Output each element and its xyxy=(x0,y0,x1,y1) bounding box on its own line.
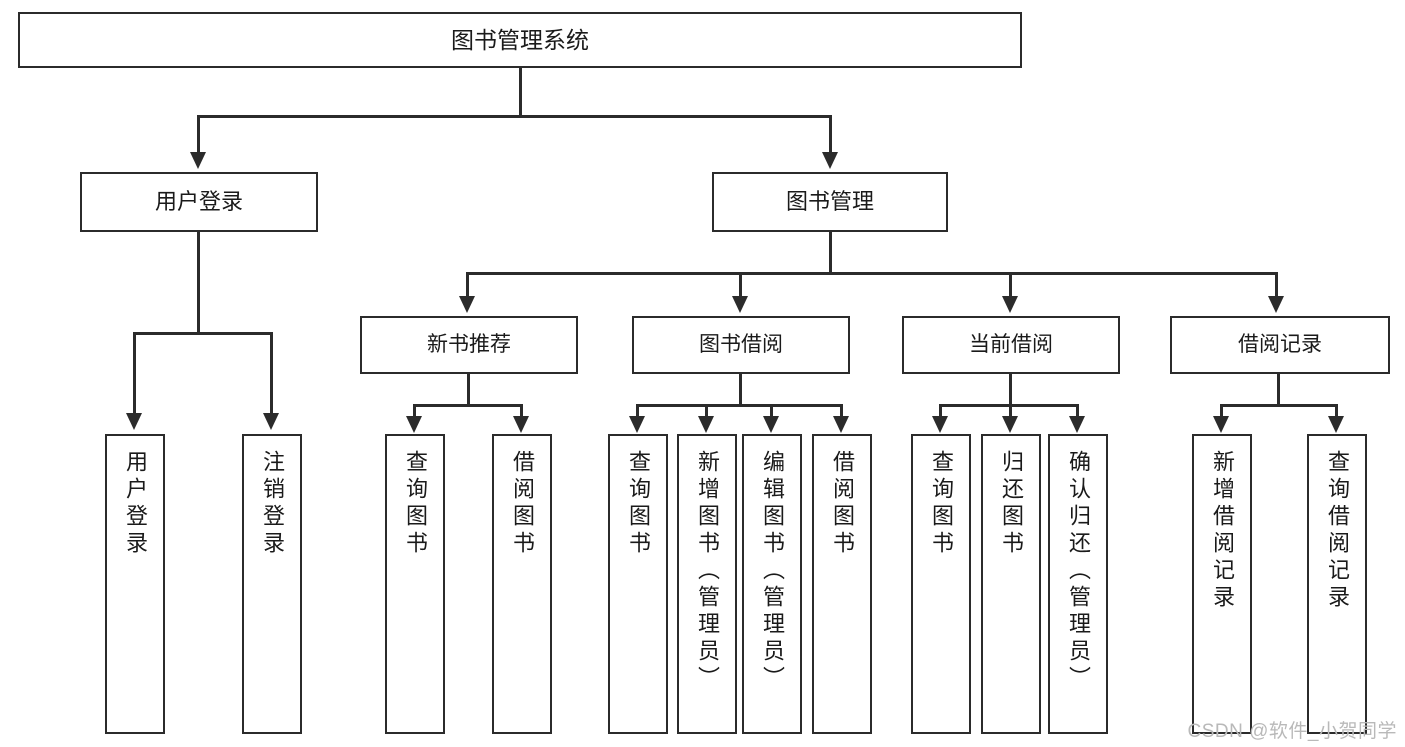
connector-borrow-record-stem xyxy=(1277,374,1280,406)
arrow-book-borrow xyxy=(732,296,748,313)
connector-drop-book-mgmt xyxy=(829,115,832,153)
node-label: 注销登录 xyxy=(260,450,285,558)
connector-drop-leaf-new-book-0 xyxy=(413,404,416,417)
arrow-new-book xyxy=(459,296,475,313)
arrow-leaf-new-book-0 xyxy=(406,416,422,433)
node-label: 新增图书（管理员） xyxy=(695,450,720,693)
connector-drop-current-borrow xyxy=(1009,272,1012,297)
leaf-book-borrow-query[interactable]: 查询图书 xyxy=(608,434,668,734)
node-label: 查询图书 xyxy=(929,450,954,558)
leaf-borrow-record-add[interactable]: 新增借阅记录 xyxy=(1192,434,1252,734)
node-label: 确认归还（管理员） xyxy=(1066,450,1091,693)
connector-drop-leaf-book-borrow-2 xyxy=(770,404,773,417)
node-label: 查询图书 xyxy=(403,450,428,558)
leaf-new-book-query[interactable]: 查询图书 xyxy=(385,434,445,734)
node-label: 图书管理 xyxy=(785,189,874,215)
connector-drop-leaf-user-login-0 xyxy=(133,332,136,414)
connector-drop-leaf-book-borrow-0 xyxy=(636,404,639,417)
arrow-leaf-book-borrow-2 xyxy=(763,416,779,433)
connector-root-stem xyxy=(519,68,522,116)
node-user-login[interactable]: 用户登录 xyxy=(80,172,318,232)
arrow-leaf-book-borrow-3 xyxy=(833,416,849,433)
connector-drop-leaf-borrow-record-0 xyxy=(1220,404,1223,417)
node-label: 查询图书 xyxy=(626,450,651,558)
connector-drop-leaf-book-borrow-3 xyxy=(840,404,843,417)
connector-drop-book-borrow xyxy=(739,272,742,297)
connector-drop-new-book xyxy=(466,272,469,297)
arrow-leaf-current-borrow-2 xyxy=(1069,416,1085,433)
connector-new-book-bus xyxy=(413,404,523,407)
watermark: CSDN @软件_小贺同学 xyxy=(1187,721,1397,742)
node-borrow-record[interactable]: 借阅记录 xyxy=(1170,316,1390,374)
arrow-leaf-borrow-record-0 xyxy=(1213,416,1229,433)
arrow-leaf-current-borrow-1 xyxy=(1002,416,1018,433)
node-label: 用户登录 xyxy=(154,189,243,215)
connector-drop-leaf-borrow-record-1 xyxy=(1335,404,1338,417)
node-label: 当前借阅 xyxy=(969,332,1053,356)
connector-drop-leaf-user-login-1 xyxy=(270,332,273,414)
node-label: 新书推荐 xyxy=(427,332,511,356)
connector-user-login-bus xyxy=(133,332,273,335)
arrow-borrow-record xyxy=(1268,296,1284,313)
connector-drop-borrow-record xyxy=(1275,272,1278,297)
leaf-user-login-login[interactable]: 用户登录 xyxy=(105,434,165,734)
leaf-borrow-record-query[interactable]: 查询借阅记录 xyxy=(1307,434,1367,734)
node-label: 借阅记录 xyxy=(1238,332,1322,356)
leaf-book-borrow-borrow[interactable]: 借阅图书 xyxy=(812,434,872,734)
node-label: 查询借阅记录 xyxy=(1325,450,1350,612)
node-book-borrow[interactable]: 图书借阅 xyxy=(632,316,850,374)
node-label: 图书管理系统 xyxy=(451,26,589,53)
arrow-leaf-new-book-1 xyxy=(513,416,529,433)
arrow-book-mgmt xyxy=(822,152,838,169)
arrow-current-borrow xyxy=(1002,296,1018,313)
leaf-current-borrow-confirm[interactable]: 确认归还（管理员） xyxy=(1048,434,1108,734)
arrow-leaf-book-borrow-1 xyxy=(698,416,714,433)
node-label: 新增借阅记录 xyxy=(1210,450,1235,612)
node-book-management[interactable]: 图书管理 xyxy=(712,172,948,232)
arrow-user-login xyxy=(190,152,206,169)
node-label: 用户登录 xyxy=(123,450,148,558)
arrow-leaf-user-login-1 xyxy=(263,413,279,430)
arrow-leaf-user-login-0 xyxy=(126,413,142,430)
arrow-leaf-current-borrow-0 xyxy=(932,416,948,433)
connector-drop-leaf-book-borrow-1 xyxy=(705,404,708,417)
node-label: 归还图书 xyxy=(999,450,1024,558)
connector-drop-leaf-current-borrow-0 xyxy=(939,404,942,417)
node-label: 图书借阅 xyxy=(699,332,783,356)
node-label: 编辑图书（管理员） xyxy=(760,450,785,693)
node-new-book-recommend[interactable]: 新书推荐 xyxy=(360,316,578,374)
connector-drop-user-login xyxy=(197,115,200,153)
arrow-leaf-book-borrow-0 xyxy=(629,416,645,433)
node-label: 借阅图书 xyxy=(510,450,535,558)
connector-book-mgmt-bus xyxy=(466,272,1278,275)
connector-book-borrow-stem xyxy=(739,374,742,406)
leaf-new-book-borrow[interactable]: 借阅图书 xyxy=(492,434,552,734)
connector-current-borrow-stem xyxy=(1009,374,1012,406)
connector-drop-leaf-current-borrow-2 xyxy=(1076,404,1079,417)
connector-borrow-record-bus xyxy=(1220,404,1338,407)
connector-drop-leaf-new-book-1 xyxy=(520,404,523,417)
leaf-book-borrow-edit[interactable]: 编辑图书（管理员） xyxy=(742,434,802,734)
leaf-user-login-logout[interactable]: 注销登录 xyxy=(242,434,302,734)
leaf-book-borrow-add[interactable]: 新增图书（管理员） xyxy=(677,434,737,734)
leaf-current-borrow-return[interactable]: 归还图书 xyxy=(981,434,1041,734)
leaf-current-borrow-query[interactable]: 查询图书 xyxy=(911,434,971,734)
node-root-system[interactable]: 图书管理系统 xyxy=(18,12,1022,68)
connector-user-login-stem xyxy=(197,232,200,334)
connector-book-borrow-bus xyxy=(636,404,843,407)
arrow-leaf-borrow-record-1 xyxy=(1328,416,1344,433)
connector-root-bus xyxy=(197,115,832,118)
node-label: 借阅图书 xyxy=(830,450,855,558)
node-current-borrow[interactable]: 当前借阅 xyxy=(902,316,1120,374)
connector-drop-leaf-current-borrow-1 xyxy=(1009,404,1012,417)
connector-new-book-stem xyxy=(467,374,470,406)
connector-book-mgmt-stem xyxy=(829,232,832,274)
